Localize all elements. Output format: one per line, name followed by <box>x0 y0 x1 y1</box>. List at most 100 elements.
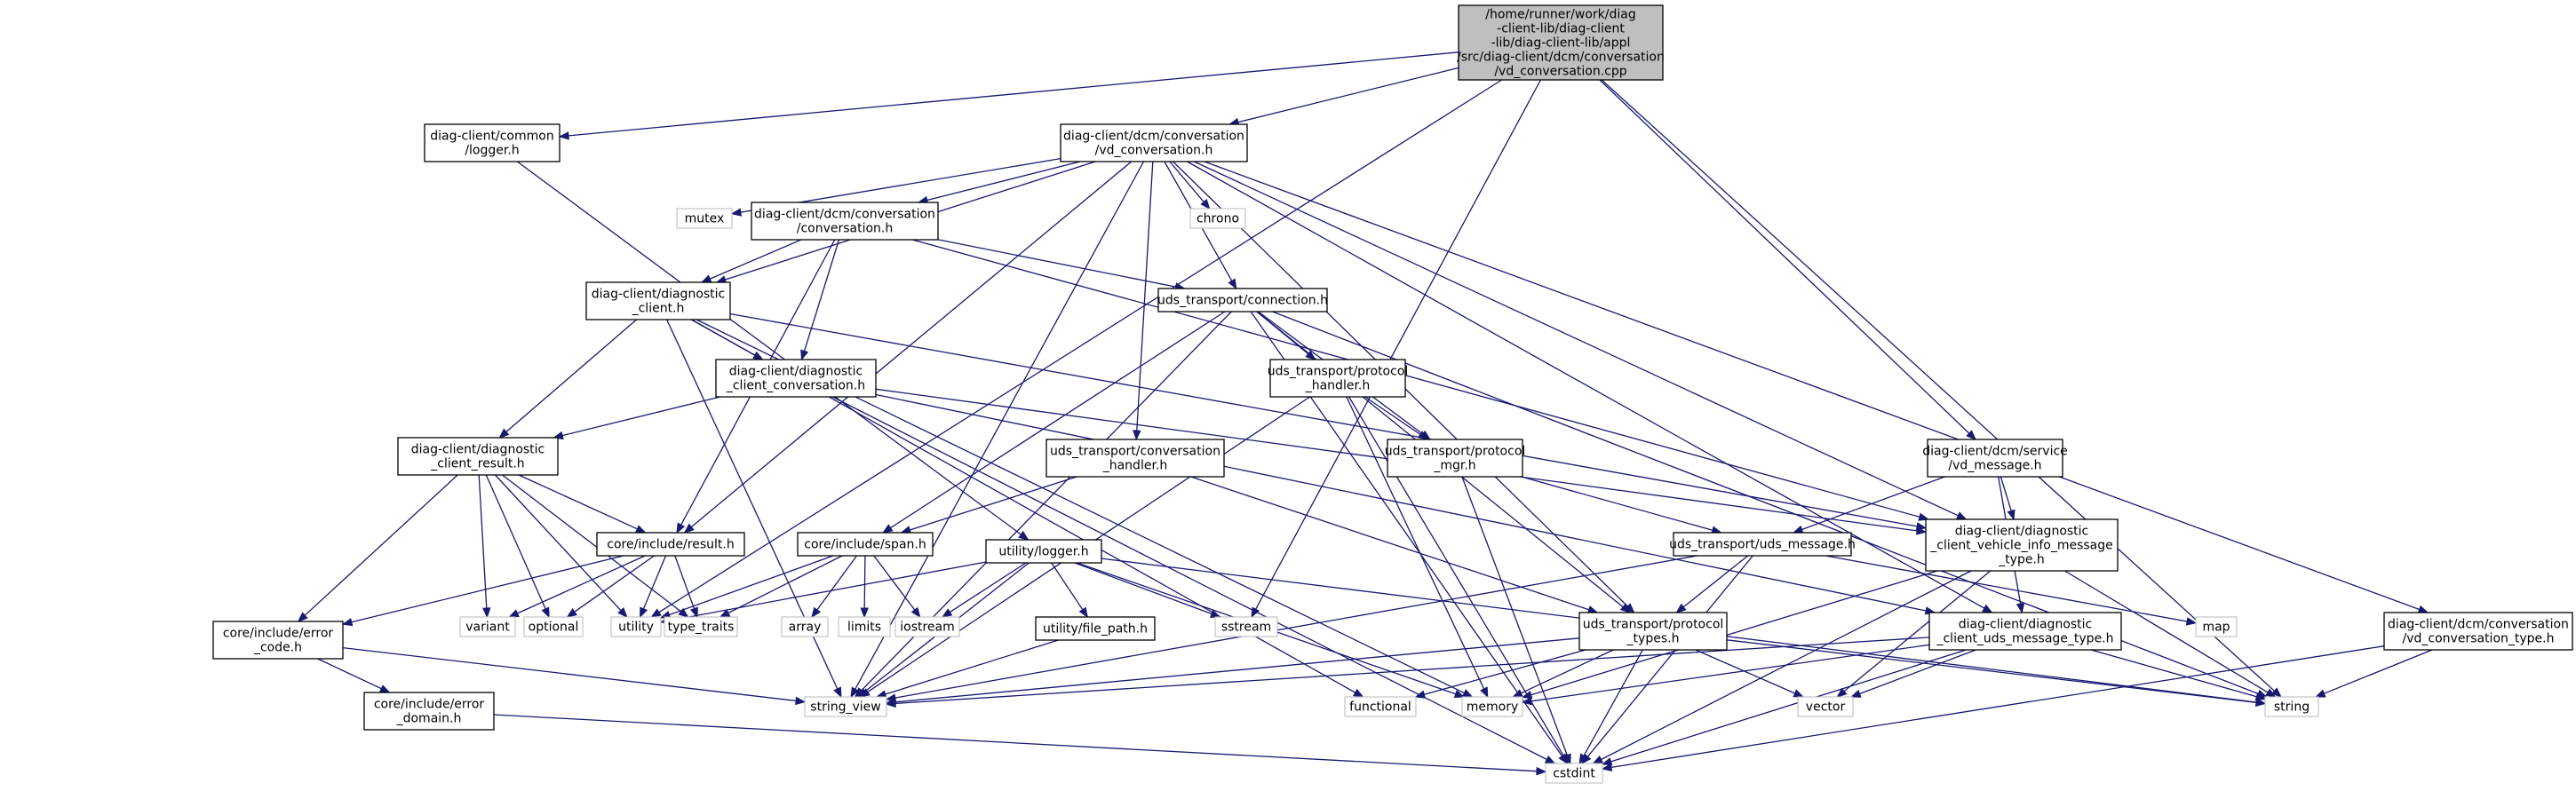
nodes-layer: /home/runner/work/diag-client-lib/diag-c… <box>212 4 2573 784</box>
edge-arrowhead <box>1675 603 1687 613</box>
include-edge <box>2000 476 2012 511</box>
graph-node-error-domain-h[interactable]: core/include/error_domain.h <box>363 692 495 731</box>
node-label-line: diag-client/diagnostic <box>1959 618 2093 632</box>
include-edge <box>342 646 797 702</box>
node-label-line: diag-client/common <box>430 130 553 144</box>
graph-node-uds-message-type-h[interactable]: diag-client/diagnostic_client_uds_messag… <box>1928 612 2122 651</box>
include-edge <box>2090 649 2257 698</box>
graph-node-map: map <box>2195 616 2238 637</box>
node-label-line: sstream <box>1221 621 1271 635</box>
node-label-line: core/include/error <box>223 627 334 641</box>
edge-arrowhead <box>378 684 391 693</box>
graph-node-error-code-h[interactable]: core/include/error_code.h <box>212 621 344 660</box>
include-edge <box>894 555 1697 699</box>
include-edge <box>885 639 1059 695</box>
graph-node-utility-logger-h[interactable]: utility/logger.h <box>985 539 1102 564</box>
edge-arrowhead <box>634 525 647 534</box>
edge-arrowhead <box>508 609 520 618</box>
graph-node-diagnostic-client-result-h[interactable]: diag-client/diagnostic_client_result.h <box>397 437 559 476</box>
node-label-line: /vd_message.h <box>1948 459 2041 473</box>
edge-arrowhead <box>1955 511 1968 520</box>
graph-node-conversation-h[interactable]: diag-client/dcm/conversation/conversatio… <box>751 202 939 241</box>
include-edge <box>1530 570 1938 696</box>
graph-node-result-h[interactable]: core/include/result.h <box>596 532 745 557</box>
include-edge <box>517 555 646 614</box>
include-edge <box>727 555 843 614</box>
node-label-line: diag-client/dcm/conversation <box>754 208 935 222</box>
node-box <box>1387 439 1523 478</box>
graph-node-diagnostic-client-conversation-h[interactable]: diag-client/diagnostic_client_conversati… <box>715 359 877 398</box>
node-label-line: diag-client/dcm/conversation <box>2388 618 2569 632</box>
edge-arrowhead <box>1228 278 1237 290</box>
graph-node-diagnostic-client-h[interactable]: diag-client/diagnostic_client.h <box>585 281 731 320</box>
include-edge <box>1583 649 1643 756</box>
graph-node-common-logger-h[interactable]: diag-client/common/logger.h <box>424 123 561 162</box>
edge-arrowhead <box>700 274 712 283</box>
graph-node-array: array <box>781 616 829 637</box>
include-edge <box>1204 161 2420 611</box>
edge-arrowhead <box>1578 753 1588 765</box>
edge-arrowhead <box>2255 698 2267 707</box>
edge-arrowhead <box>1619 603 1632 613</box>
include-edge <box>1601 79 2275 692</box>
graph-node-conversation-handler-h[interactable]: uds_transport/conversation_handler.h <box>1046 439 1225 478</box>
node-label-line: diag-client/dcm/service <box>1922 445 2068 459</box>
graph-node-vd-conversation-h[interactable]: diag-client/dcm/conversation/vd_conversa… <box>1060 123 1248 162</box>
graph-node-span-h[interactable]: core/include/span.h <box>797 532 934 557</box>
node-box <box>1035 616 1156 641</box>
edge-arrowhead <box>617 607 628 618</box>
include-edge <box>674 555 696 609</box>
graph-node-protocol-types-h[interactable]: uds_transport/protocol_types.h <box>1578 612 1728 651</box>
graph-node-memory: memory <box>1461 696 1523 717</box>
node-label-line: diag-client/diagnostic <box>729 365 863 379</box>
edge-arrowhead <box>2007 509 2015 521</box>
include-edge <box>1521 476 1713 531</box>
graph-node-file-path-h[interactable]: utility/file_path.h <box>1035 616 1156 641</box>
edge-arrowhead <box>678 607 689 618</box>
edge-arrowhead <box>1836 687 1848 698</box>
graph-node-uds-message-h[interactable]: uds_transport/uds_message.h <box>1669 532 1856 557</box>
graph-node-variant: variant <box>459 616 516 637</box>
include-edge <box>1051 562 1084 611</box>
node-box <box>610 616 662 637</box>
node-box <box>459 616 516 637</box>
include-edge <box>518 474 638 530</box>
node-label-line: /vd_conversation.cpp <box>1494 65 1626 79</box>
graph-node-protocol-mgr-h[interactable]: uds_transport/protocol_mgr.h <box>1385 439 1526 478</box>
edge-arrowhead <box>1624 603 1635 613</box>
include-edge <box>1586 555 1753 757</box>
edge-arrowhead <box>1353 688 1364 698</box>
graph-node-vd-conversation-cpp[interactable]: /home/runner/work/diag-client-lib/diag-c… <box>1457 4 1665 81</box>
node-box <box>1928 612 2122 651</box>
edge-arrowhead <box>1078 606 1089 619</box>
edge-arrowhead <box>910 606 921 619</box>
node-label-line: iostream <box>900 621 955 635</box>
node-label-line: uds_transport/protocol <box>1268 365 1409 379</box>
node-label-line: _client_conversation.h <box>726 379 865 393</box>
node-label-line: core/include/error <box>374 698 485 712</box>
edge-arrowhead <box>1793 689 1805 698</box>
edge-arrowhead <box>341 618 354 627</box>
node-label-line: map <box>2202 621 2230 635</box>
node-label-line: _client_result.h <box>430 457 524 471</box>
graph-node-connection-h[interactable]: uds_transport/connection.h <box>1157 288 1328 312</box>
graph-node-chrono: chrono <box>1189 208 1246 229</box>
include-edge <box>855 161 1145 690</box>
node-box <box>1461 696 1523 717</box>
include-edge <box>2324 649 2433 694</box>
graph-node-vd-message-h[interactable]: diag-client/dcm/service/vd_message.h <box>1922 439 2068 478</box>
node-box <box>2195 616 2238 637</box>
include-edge <box>894 637 1930 705</box>
node-label-line: utility <box>618 621 654 635</box>
include-edge <box>574 555 655 613</box>
include-edge <box>502 474 682 613</box>
node-box <box>596 532 745 557</box>
include-edge <box>1169 161 1205 202</box>
graph-node-protocol-handler-h[interactable]: uds_transport/protocol_handler.h <box>1268 359 1409 398</box>
graph-node-vd-conversation-type-h[interactable]: diag-client/dcm/conversation/vd_conversa… <box>2383 612 2573 651</box>
graph-node-cstdint: cstdint <box>1545 763 1603 784</box>
graph-node-vehicle-info-message-type-h[interactable]: diag-client/diagnostic_client_vehicle_in… <box>1925 518 2119 572</box>
edge-arrowhead <box>2265 688 2277 698</box>
node-label-line: uds_transport/protocol <box>1583 618 1724 632</box>
edge-arrowhead <box>885 699 896 708</box>
